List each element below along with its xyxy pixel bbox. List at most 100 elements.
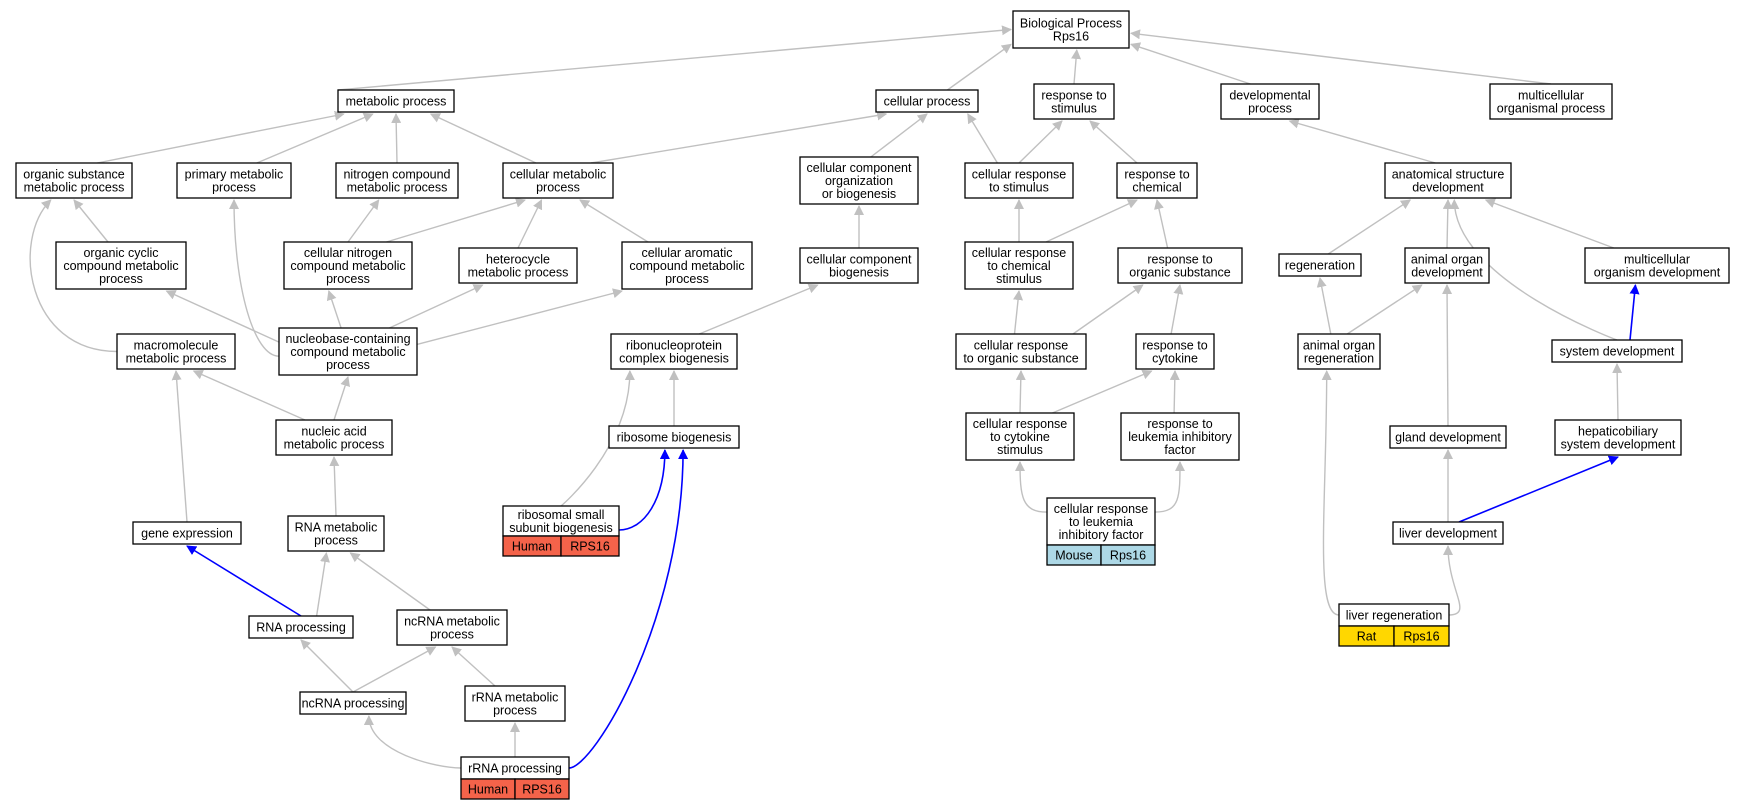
go-term-label: cytokine: [1152, 352, 1198, 366]
gene-label: RPS16: [570, 540, 610, 554]
go-term-gland-development[interactable]: gland development: [1389, 425, 1507, 449]
edge-cellular-process-to-root: [946, 43, 1012, 91]
go-term-label: cellular component: [807, 161, 912, 175]
edge-cellular-response-to-lif-to-response-to-lif: [1154, 461, 1185, 513]
go-term-box: [964, 162, 1074, 199]
go-term-box: [337, 89, 455, 113]
go-term-box: [608, 425, 740, 449]
edge-gland-development-to-animal-organ-development: [1442, 284, 1453, 427]
go-term-label: RNA processing: [256, 621, 346, 635]
go-term-label: cellular response: [1054, 502, 1149, 516]
go-term-label: process: [99, 272, 143, 286]
go-term-cellular-process[interactable]: cellular process: [875, 89, 979, 113]
edge-cellular-response-to-lif-to-cellular-response-to-cytokine: [1015, 461, 1048, 513]
go-term-box: [875, 89, 979, 113]
go-term-label: organic substance: [23, 168, 125, 182]
go-term-regeneration[interactable]: regeneration: [1278, 253, 1362, 277]
go-term-box: [1120, 412, 1240, 461]
go-term-label: metabolic process: [284, 438, 385, 452]
go-term-label: metabolic process: [347, 181, 448, 195]
go-term-label: process: [536, 181, 580, 195]
go-term-ribosome-biogenesis[interactable]: ribosome biogenesis: [608, 425, 740, 449]
go-term-box: [1220, 83, 1320, 120]
go-term-label: response to: [1041, 89, 1106, 103]
go-term-box: [502, 505, 620, 537]
edge-response-to-organic-to-response-to-chemical: [1154, 199, 1169, 249]
edge-organic-substance-metabolic-process-to-metabolic-process: [97, 110, 345, 164]
go-term-box: [248, 615, 354, 639]
go-term-box: [1135, 333, 1215, 370]
go-term-liver-development[interactable]: liver development: [1392, 521, 1504, 545]
go-term-metabolic-process[interactable]: metabolic process: [337, 89, 455, 113]
go-term-box: [1012, 10, 1130, 49]
edge-nucleobase-to-cellular-nitrogen: [326, 290, 342, 329]
go-term-label: compound metabolic: [290, 259, 405, 273]
go-term-label: animal organ: [1303, 339, 1375, 353]
go-term-ncrna-processing[interactable]: ncRNA processing: [299, 691, 407, 715]
edge-gene-expression-to-macromolecule: [171, 370, 188, 523]
gene-cell: [1100, 544, 1156, 566]
edge-rrna-metabolic-to-ncrna-metabolic: [451, 646, 496, 687]
edge-cellular-component-org-to-cellular-process: [870, 113, 928, 158]
go-term-label: stimulus: [996, 272, 1042, 286]
go-term-label: chemical: [1132, 181, 1181, 195]
edge-cellular-response-to-organic-to-response-to-organic: [1072, 284, 1144, 335]
gene-cell: [514, 778, 570, 800]
edge-animal-organ-development-to-anatomical-structure-development: [1442, 199, 1453, 249]
go-term-gene-expression[interactable]: gene expression: [132, 521, 242, 545]
go-term-system-development[interactable]: system development: [1551, 339, 1683, 363]
go-term-box: [278, 327, 418, 376]
edge-developmental-process-to-root: [1130, 42, 1251, 85]
go-term-label: ribosome biogenesis: [617, 431, 732, 445]
edge-heterocycle-to-cellular-metabolic-process: [517, 199, 543, 249]
go-term-liver-regeneration[interactable]: liver regeneration: [1338, 603, 1450, 627]
go-term-label: cellular aromatic: [641, 246, 732, 260]
go-term-label: development: [1412, 181, 1484, 195]
species-label: Human: [512, 540, 552, 554]
go-term-label: organism development: [1594, 266, 1721, 280]
go-term-label: to organic substance: [963, 352, 1078, 366]
go-term-rrna-processing[interactable]: rRNA processing: [460, 756, 570, 780]
go-term-label: ncRNA metabolic: [404, 615, 500, 629]
edge-rnp-biogenesis-to-cellular-component-biogenesis: [698, 283, 819, 335]
edge-ncrna-metabolic-to-rna-metabolic: [349, 552, 431, 611]
go-term-label: process: [326, 272, 370, 286]
go-term-rna-processing[interactable]: RNA processing: [248, 615, 354, 639]
